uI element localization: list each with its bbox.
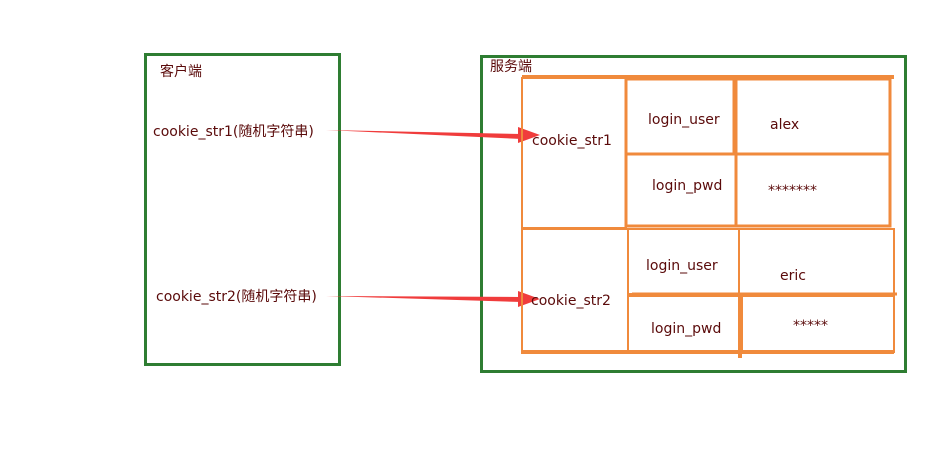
server-title: 服务端: [490, 59, 532, 75]
session-table-2: [521, 228, 897, 358]
server-box: [480, 55, 907, 373]
session-2-field-1-name: login_user: [646, 258, 718, 274]
session-2-field-2-value: *****: [793, 318, 828, 334]
session-2-field-1-value: eric: [780, 268, 806, 284]
session-1-key: cookie_str1: [532, 133, 612, 149]
arrow-cookie-1: [326, 127, 540, 143]
session-1-field-2-name: login_pwd: [652, 178, 723, 194]
client-title: 客户端: [160, 64, 202, 80]
client-cookie-1: cookie_str1(随机字符串): [153, 124, 314, 140]
arrow-cookie-2: [326, 291, 540, 307]
session-table-1: [521, 75, 894, 229]
session-2-key: cookie_str2: [531, 293, 611, 309]
session-1-field-1-name: login_user: [648, 112, 720, 128]
session-2-field-2-name: login_pwd: [651, 321, 722, 337]
client-box: [144, 53, 341, 366]
session-1-field-1-value: alex: [770, 117, 800, 133]
session-1-field-2-value: *******: [768, 183, 817, 199]
client-cookie-2: cookie_str2(随机字符串): [156, 289, 317, 305]
